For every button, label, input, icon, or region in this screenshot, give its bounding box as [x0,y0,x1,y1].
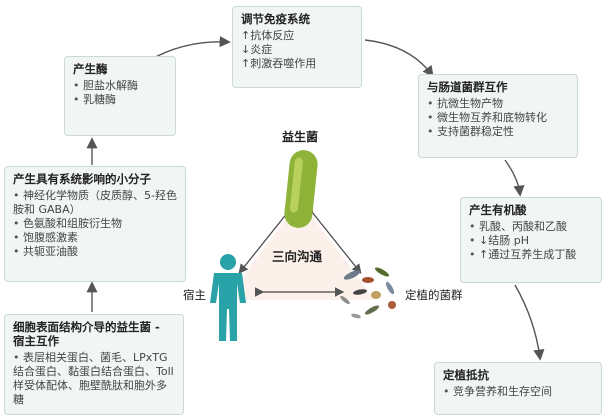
arrow-gut-to-acids [504,159,525,197]
edge-probiotic-colony [303,203,362,274]
triangle-glow [225,200,375,300]
surface-item: 表层相关蛋白、菌毛、LPxTG 结合蛋白、黏蛋白结合蛋白、Toll 样受体配体、… [13,351,175,407]
gut-item: 支持菌群稳定性 [427,125,569,139]
probiotic-label: 益生菌 [282,130,319,144]
edge-probiotic-host [238,203,297,274]
small-item: 饱腹感激素 [13,231,177,245]
enzyme-title: 产生酶 [73,62,108,76]
small-molecules-card: 产生具有系统影响的小分子 神经化学物质（皮质醇、5-羟色胺和 GABA） 色氨酸… [4,166,186,282]
enzyme-item: 胆盐水解酶 [73,79,167,93]
gut-item: 抗微生物产物 [427,97,569,111]
resist-card: 定植抵抗 竞争营养和生存空间 [434,362,602,415]
gut-item: 微生物互养和底物转化 [427,111,569,125]
immune-item: ↓炎症 [241,43,273,56]
acids-item: ↑通过互养生成丁酸 [469,248,593,262]
resist-title: 定植抵抗 [443,368,489,382]
enzyme-item: 乳糖酶 [73,93,167,107]
host-label: 宿主 [183,288,206,302]
probiotic-bacterium-icon [284,150,318,228]
acids-item: ↓结肠 pH [469,234,593,248]
immune-item: ↑刺激吞噬作用 [241,57,317,70]
arrow-acids-to-resist [514,284,545,361]
arrow-immune-to-gut [364,39,434,78]
immune-card: 调节免疫系统 ↑抗体反应 ↓炎症 ↑刺激吞噬作用 [232,6,362,88]
triangle-label: 三向沟通 [272,249,323,264]
acids-title: 产生有机酸 [469,203,527,217]
small-item: 色氨酸和组胺衍生物 [13,217,177,231]
resist-item: 竞争营养和生存空间 [443,385,593,399]
bacterial-colony-icon [340,267,396,319]
acids-card: 产生有机酸 乳酸、丙酸和乙酸 ↓结肠 pH ↑通过互养生成丁酸 [460,197,602,283]
immune-title: 调节免疫系统 [241,12,310,26]
colony-label: 定植的菌群 [405,288,463,302]
surface-card: 细胞表面结构介导的益生菌 - 宿主互作 表层相关蛋白、菌毛、LPxTG 结合蛋白… [4,314,184,415]
immune-item: ↑抗体反应 [241,29,295,42]
surface-title: 细胞表面结构介导的益生菌 - 宿主互作 [13,320,160,348]
enzyme-card: 产生酶 胆盐水解酶 乳糖酶 [64,56,176,136]
host-figure-icon [210,254,246,341]
gut-title: 与肠道菌群互作 [427,80,508,94]
small-title: 产生具有系统影响的小分子 [13,172,151,186]
small-item: 共轭亚油酸 [13,245,177,259]
gut-card: 与肠道菌群互作 抗微生物产物 微生物互养和底物转化 支持菌群稳定性 [418,74,578,158]
acids-item: 乳酸、丙酸和乙酸 [469,220,593,234]
small-item: 神经化学物质（皮质醇、5-羟色胺和 GABA） [13,189,177,217]
